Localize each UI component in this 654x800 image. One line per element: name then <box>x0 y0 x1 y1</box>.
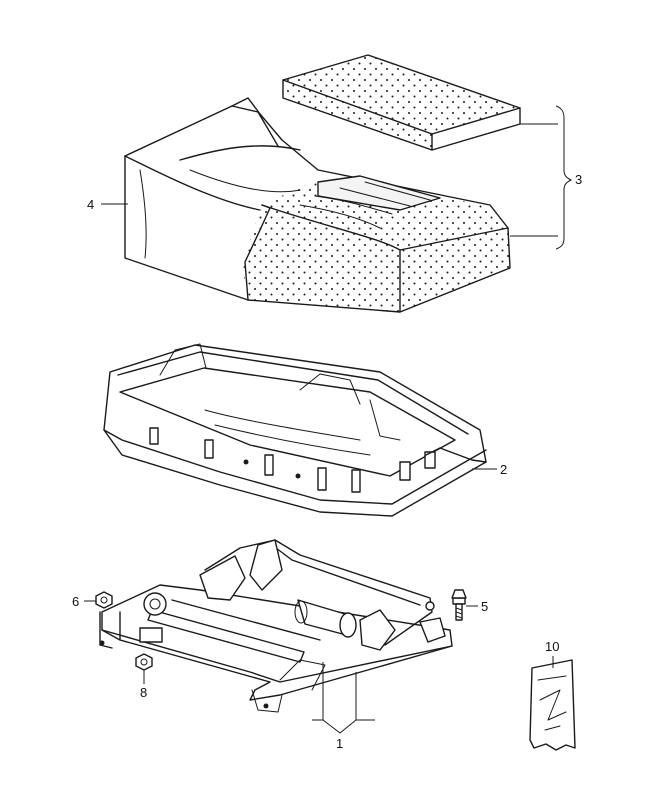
part-5-bolt <box>451 589 467 621</box>
callout-1: 1 <box>336 736 343 751</box>
part-4-cushion-shell <box>124 97 511 313</box>
part-6-nut <box>95 591 113 609</box>
callout-10: 10 <box>545 639 559 654</box>
part-10-sachet <box>529 659 576 751</box>
callout-6: 6 <box>72 594 79 609</box>
callout-3: 3 <box>575 172 582 187</box>
part-3-upper-pad <box>282 54 521 151</box>
part-1-seat-adjuster <box>99 539 453 713</box>
leader-lines <box>84 105 573 734</box>
part-2-seat-frame <box>103 343 487 517</box>
callout-4: 4 <box>87 197 94 212</box>
part-8-nut <box>135 653 153 671</box>
callout-8: 8 <box>140 685 147 700</box>
callout-5: 5 <box>481 599 488 614</box>
callout-2: 2 <box>500 462 507 477</box>
